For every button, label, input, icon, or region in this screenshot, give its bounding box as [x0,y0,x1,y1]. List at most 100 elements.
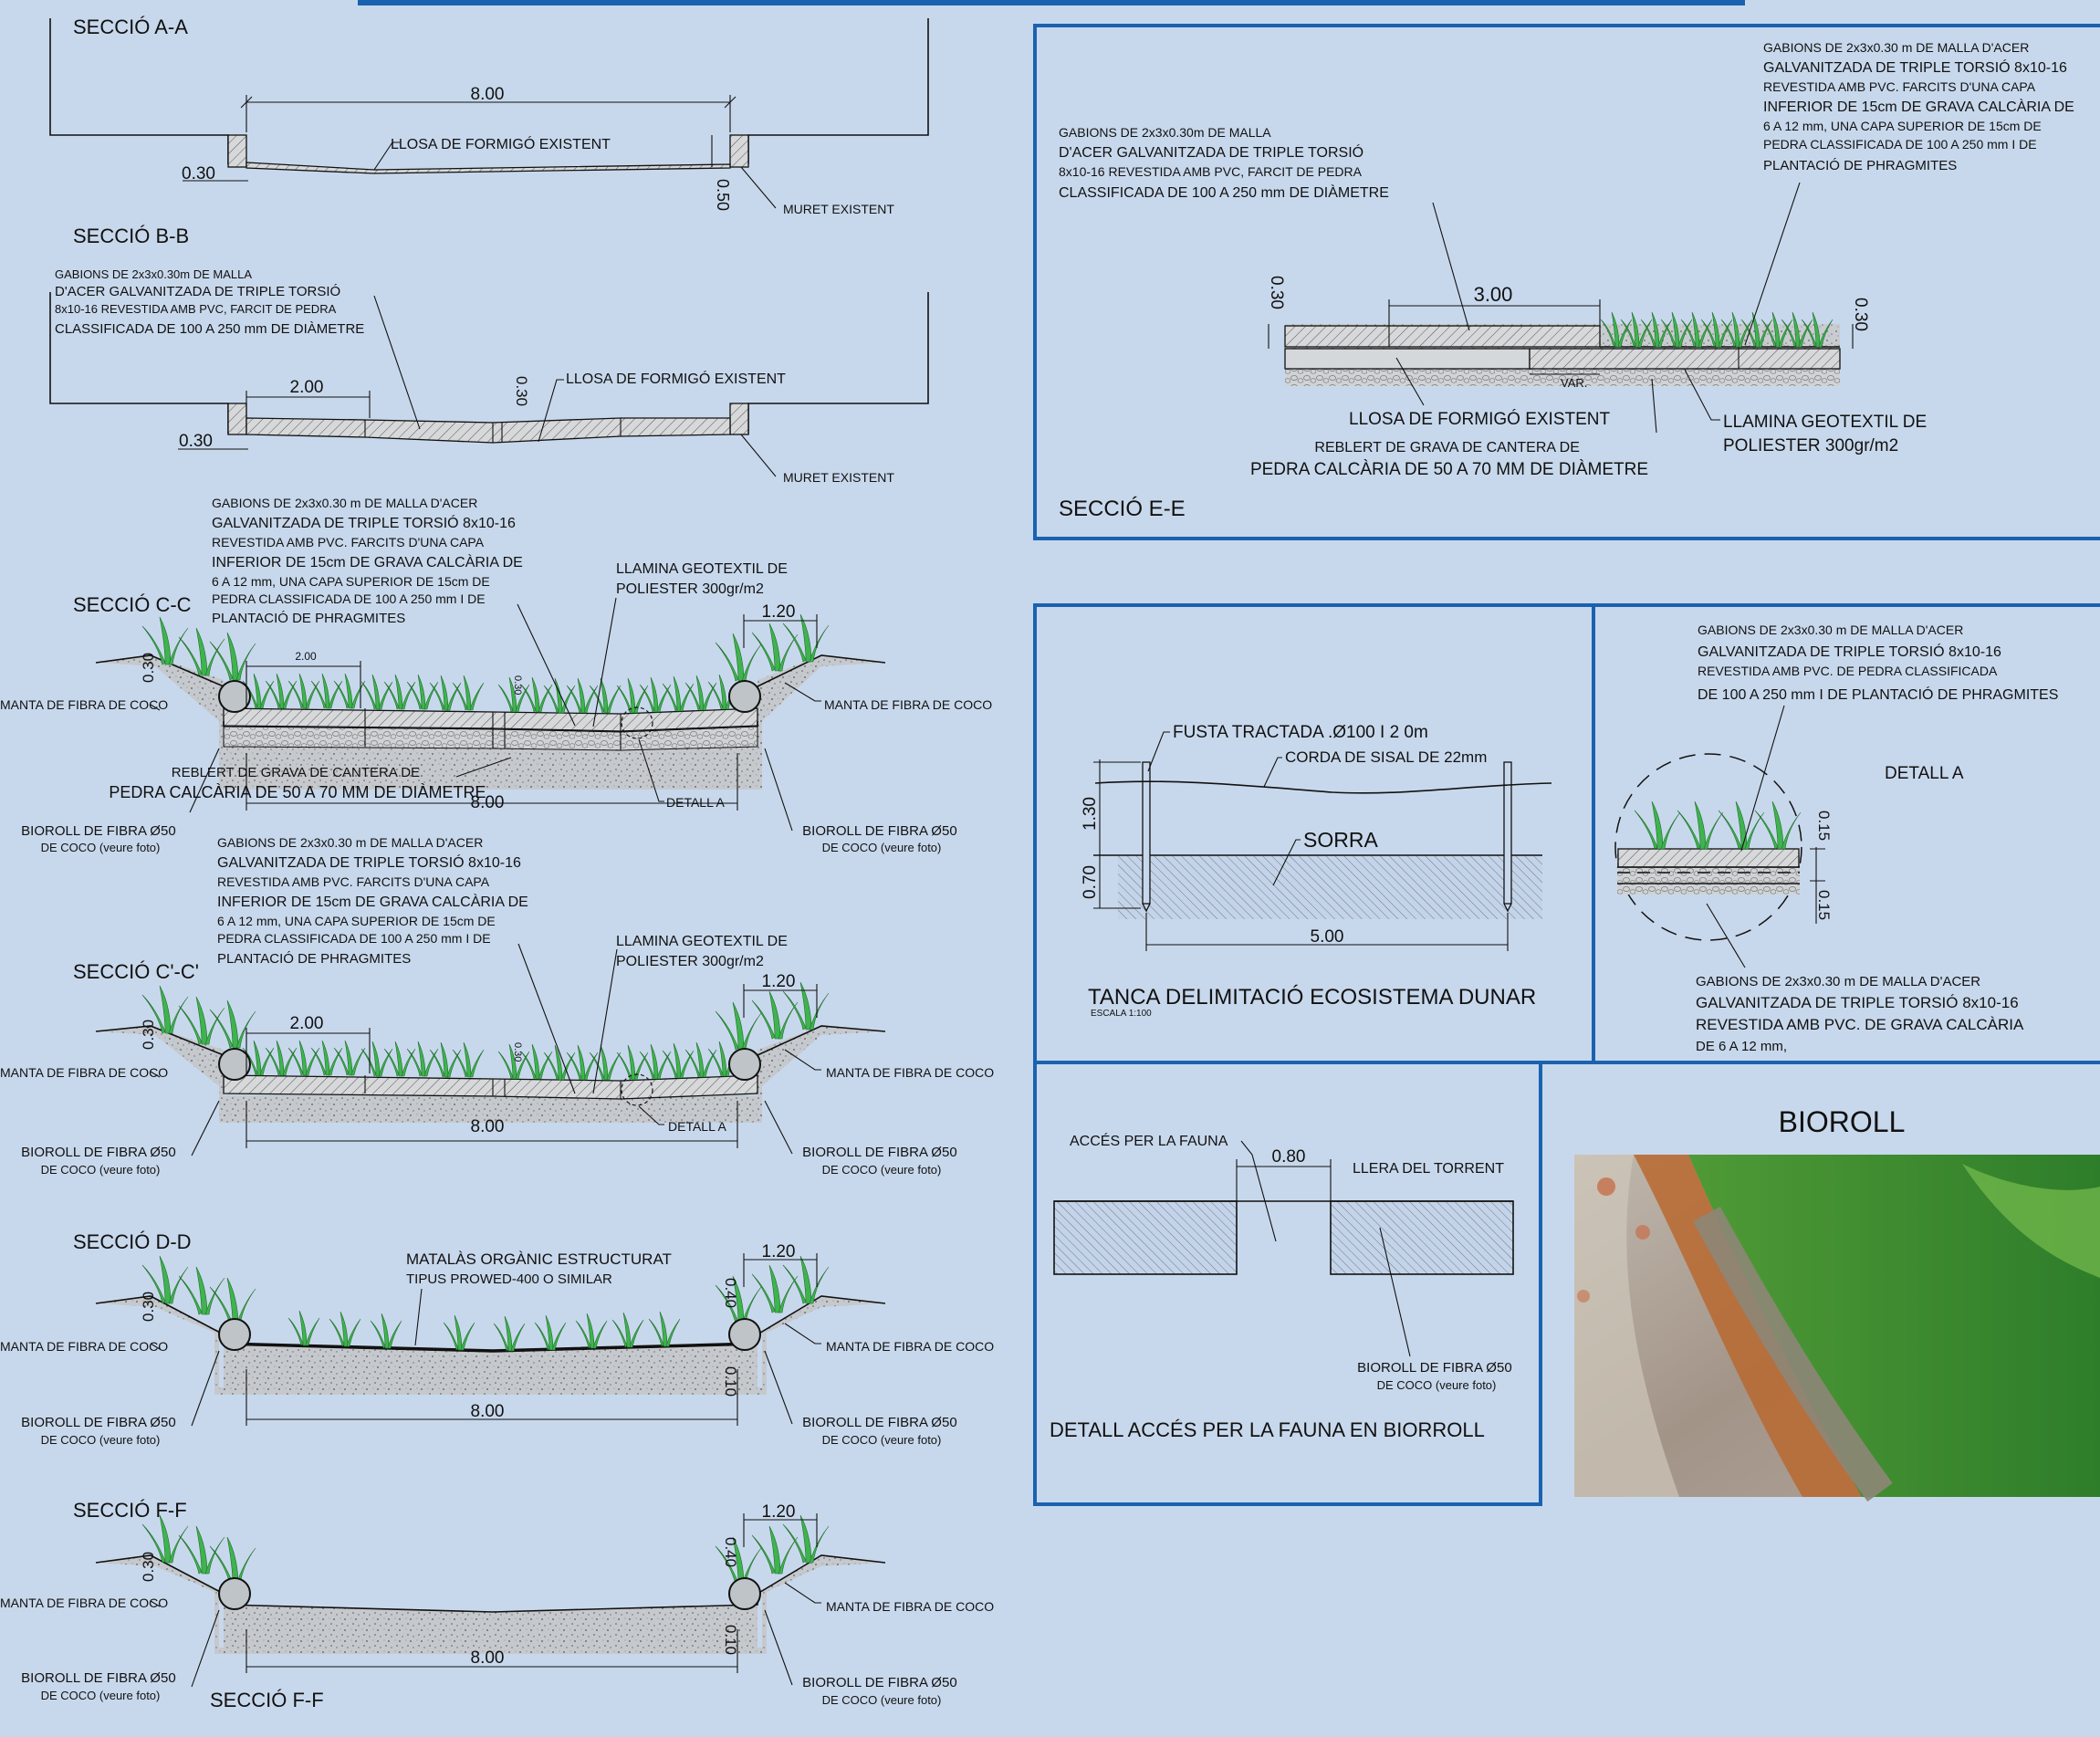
section-dd: SECCIÓ D-D MATALÀS ORGÀNIC ESTRUCTURAT T… [0,1230,994,1447]
detail-a-grass [1634,800,1802,850]
section-cc-geo-note: LLAMINA GEOTEXTIL DE POLIESTER 300gr/m2 [616,561,791,597]
section-ee-left-dim: 0.30 [1267,276,1286,309]
section-ff-coco-right: MANTA DE FIBRA DE COCO [826,1599,994,1614]
section-aa-height-dim: 0.50 [714,179,732,211]
section-bb-wall-note: MURET EXISTENT [783,470,894,485]
section-dd-coco-right: MANTA DE FIBRA DE COCO [826,1339,994,1354]
section-ff-bank-dim: 1.20 [762,1502,796,1522]
section-cc-coco-left: MANTA DE FIBRA DE COCO [0,697,168,712]
section-dd-down-dim: 0.10 [722,1366,739,1397]
fence-rope-note: CORDA DE SISAL DE 22mm [1285,748,1487,766]
section-cc-gabion-note: GABIONS DE 2x3x0.30 m DE MALLA D'ACER GA… [212,496,527,626]
section-dd-width-dim: 8.00 [471,1402,505,1421]
section-ff: SECCIÓ F-F 1.20 8.00 0.30 0.40 0.10 MANT… [0,1499,994,1711]
section-dd-left-dim: 0.30 [140,1292,157,1322]
section-bb: SECCIÓ B-B GABIONS DE 2x3x0.30m DE MALLA… [49,225,929,485]
fauna-bioroll-note: BIOROLL DE FIBRA Ø50 DE COCO (veure foto… [1357,1360,1516,1392]
detail-a-top-dim: 0.15 [1815,811,1833,841]
section-dd-bioroll-left [218,1318,251,1351]
section-bb-title: SECCIÓ B-B [73,225,189,247]
fauna-panel: 0.80 ACCÉS PER LA FAUNA LLERA DEL TORREN… [1033,1062,1542,1506]
fauna-gap-dim: 0.80 [1272,1147,1306,1167]
fence-title: TANCA DELIMITACIÓ ECOSISTEMA DUNAR [1088,985,1536,1010]
section-bb-slab-note: LLOSA DE FORMIGÓ EXISTENT [566,370,786,387]
section-aa-slab-note: LLOSA DE FORMIGÓ EXISTENT [391,135,611,152]
section-cpc-left-dim: 0.30 [140,1020,157,1050]
section-cc-mid-dim: 0.30 [512,675,523,695]
section-cc-width-dim: 8.00 [471,793,505,812]
section-cc-title: SECCIÓ C-C [73,593,192,616]
section-cc-gabion-dim: 2.00 [295,650,317,663]
section-cc-coco-right: MANTA DE FIBRA DE COCO [824,697,992,712]
section-cpc-geo-note: LLAMINA GEOTEXTIL DE POLIESTER 300gr/m2 [616,934,791,969]
section-ee-fill-note: REBLERT DE GRAVA DE CANTERA DE PEDRA CAL… [1250,438,1648,479]
section-ff-title: SECCIÓ F-F [73,1499,187,1522]
section-ff-bioroll-left-note: BIOROLL DE FIBRA Ø50 DE COCO (veure foto… [21,1670,180,1702]
section-ee-grass [1600,311,1834,348]
section-ff-coco-left: MANTA DE FIBRA DE COCO [0,1596,168,1610]
section-ff-up-dim: 0.40 [722,1537,739,1567]
section-cpc-title: SECCIÓ C'-C' [73,960,199,983]
section-ff-down-dim: 0.10 [722,1625,739,1655]
detail-a-bottom-dim: 0.15 [1815,890,1833,920]
fence-sand-note: SORRA [1303,828,1378,852]
section-cpc: SECCIÓ C'-C' GABIONS DE 2x3x0.30 m DE MA… [0,835,994,1177]
section-cpc-bioroll-left-note: BIOROLL DE FIBRA Ø50 DE COCO (veure foto… [21,1145,180,1177]
section-dd-bioroll-right [728,1318,761,1351]
section-dd-mat-note: MATALÀS ORGÀNIC ESTRUCTURAT TIPUS PROWED… [406,1250,675,1287]
section-ff-left-dim: 0.30 [140,1552,157,1582]
fence-height-dim: 1.30 [1081,797,1100,831]
section-dd-coco-left: MANTA DE FIBRA DE COCO [0,1339,168,1354]
section-ee-panel: SECCIÓ E-E GABIONS DE 2x3x0.30m DE MALLA… [1033,24,2100,540]
section-cpc-bioroll-right-note: BIOROLL DE FIBRA Ø50 DE COCO (veure foto… [802,1145,961,1177]
fauna-title: DETALL ACCÉS PER LA FAUNA EN BIORROLL [1050,1418,1485,1441]
fence-scale: ESCALA 1:100 [1091,1009,1152,1019]
section-cpc-width-dim: 8.00 [471,1117,505,1136]
section-dd-bank-dim: 1.20 [762,1242,796,1261]
section-bb-gabion-note: GABIONS DE 2x3x0.30m DE MALLA D'ACER GAL… [55,267,364,337]
section-cpc-gabion-dim: 2.00 [290,1014,324,1033]
fence-panel: 1.30 0.70 5.00 FUSTA TRACTADA .Ø100 I 2 … [1033,603,1595,1064]
detail-a-title: DETALL A [1885,764,1964,783]
section-ff-subtitle: SECCIÓ F-F [210,1689,324,1711]
fauna-access-note: ACCÉS PER LA FAUNA [1070,1132,1228,1149]
section-ff-width-dim: 8.00 [471,1648,505,1668]
section-aa-title: SECCIÓ A-A [73,16,188,38]
bioroll-photo-title: BIOROLL [1779,1105,1906,1138]
section-aa: SECCIÓ A-A 8.00 0.30 0.50 LLOSA DE FORMI… [49,16,929,216]
fauna-bed-note: LLERA DEL TORRENT [1353,1161,1504,1177]
section-cpc-bioroll-left [218,1048,251,1081]
section-cpc-detail-ref: DETALL A [668,1119,726,1134]
section-ff-bioroll-left [218,1577,251,1610]
section-ee-right-dim: 0.30 [1851,298,1870,331]
section-ee-left-note: GABIONS DE 2x3x0.30m DE MALLA D'ACER GAL… [1059,125,1389,201]
section-ee-title: SECCIÓ E-E [1059,497,1186,521]
detail-a-panel: GABIONS DE 2x3x0.30 m DE MALLA D'ACER GA… [1593,603,2100,1064]
section-ee-slab-note: LLOSA DE FORMIGÓ EXISTENT [1349,409,1611,429]
section-cpc-gabion-note: GABIONS DE 2x3x0.30 m DE MALLA D'ACER GA… [217,835,532,967]
section-bb-thick-dim: 0.30 [513,376,530,406]
section-cpc-coco-right: MANTA DE FIBRA DE COCO [826,1065,994,1080]
bioroll-photo-panel: BIOROLL [1574,1105,2100,1502]
fence-spacing-dim: 5.00 [1311,927,1344,947]
detail-a-bottom-note: GABIONS DE 2x3x0.30 m DE MALLA D'ACER GA… [1696,974,2027,1054]
section-cc-bioroll-right [728,680,761,713]
section-bb-wall-dim: 0.30 [179,432,213,451]
section-aa-width: 8.00 [471,85,505,104]
detail-a-top-note: GABIONS DE 2x3x0.30 m DE MALLA D'ACER GA… [1698,623,2058,703]
section-bb-gabion-dim: 2.00 [290,378,324,397]
section-ff-bioroll-right-note: BIOROLL DE FIBRA Ø50 DE COCO (veure foto… [802,1675,961,1707]
top-band [358,0,1745,5]
section-ee-right-note: GABIONS DE 2x3x0.30 m DE MALLA D'ACER GA… [1763,40,2078,173]
section-cc-bank-dim: 1.20 [762,602,796,622]
section-cpc-mid-dim: 0.30 [512,1042,523,1062]
section-cc-left-dim: 0.30 [140,653,157,683]
section-cc-bioroll-right-note: BIOROLL DE FIBRA Ø50 DE COCO (veure foto… [802,823,961,854]
section-ee-var-dim: VAR. [1561,376,1587,390]
fence-depth-dim: 0.70 [1081,865,1100,899]
section-dd-bioroll-left-note: BIOROLL DE FIBRA Ø50 DE COCO (veure foto… [21,1415,180,1447]
section-ff-bioroll-right [728,1577,761,1610]
section-ee-width-dim: 3.00 [1474,283,1513,306]
section-cc-detail-ref: DETALL A [666,795,725,810]
